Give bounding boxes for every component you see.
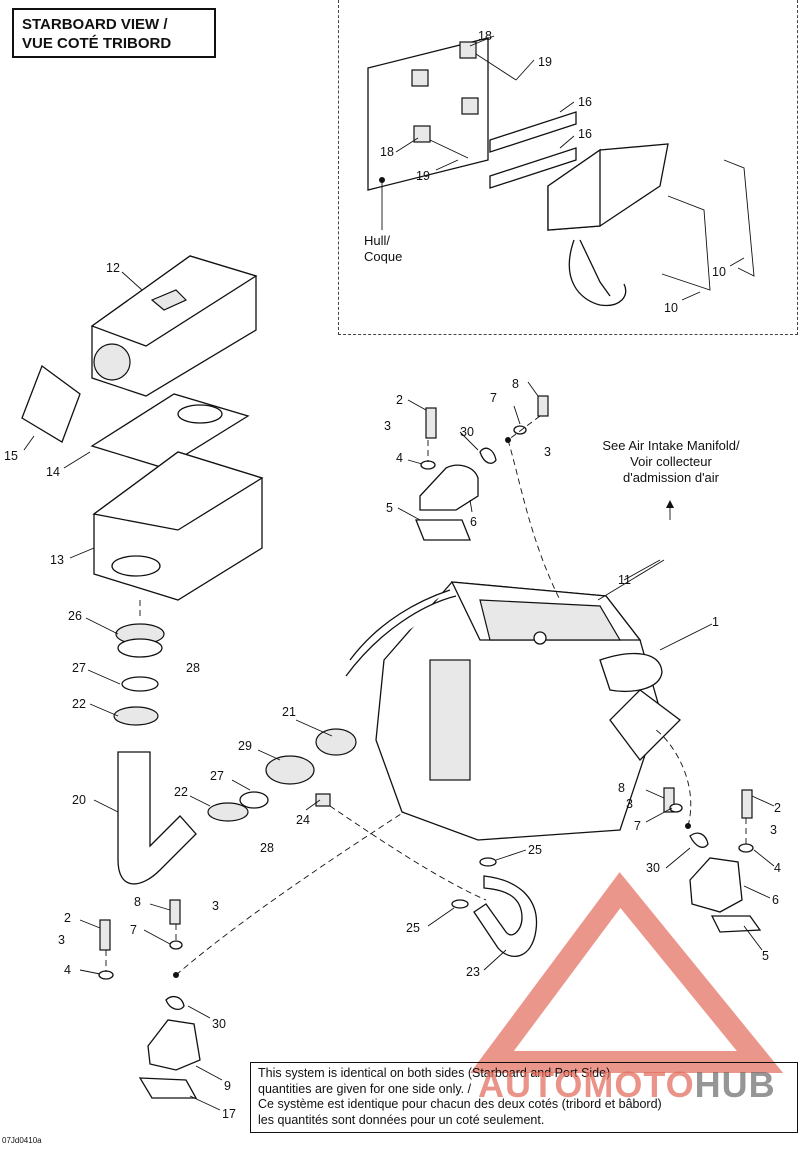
callout: 7: [490, 391, 497, 405]
diagram-title: STARBOARD VIEW / VUE COTÉ TRIBORD: [12, 8, 216, 58]
callout: 30: [460, 425, 474, 439]
callout: 25: [406, 921, 420, 935]
callout: 3: [58, 933, 65, 947]
callout: 3: [544, 445, 551, 459]
footnote-box: This system is identical on both sides (…: [250, 1062, 798, 1133]
bottom-mount: [98, 899, 201, 1099]
callout: 5: [762, 949, 769, 963]
airbox-gasket: [90, 393, 250, 469]
callout: 9: [224, 1079, 231, 1093]
engine-block: [345, 581, 681, 841]
velcro-strips: [489, 111, 577, 189]
callout: 24: [296, 813, 310, 827]
manifold-note-line-2: Voir collecteur: [630, 454, 712, 469]
callout: 18: [478, 29, 492, 43]
footnote-line-4: les quantités sont données pour un coté …: [258, 1112, 545, 1127]
callout: 25: [528, 843, 542, 857]
straps: [661, 159, 755, 291]
hull-panel: [367, 37, 517, 230]
callout: 22: [72, 697, 86, 711]
right-mount: [663, 787, 762, 933]
callout: 8: [512, 377, 519, 391]
title-line-1: STARBOARD VIEW /: [22, 16, 168, 33]
callout: 8: [134, 895, 141, 909]
callout: 7: [634, 819, 641, 833]
hull-label-line-2: Coque: [364, 249, 403, 264]
callout: 12: [106, 261, 120, 275]
callout: 30: [646, 861, 660, 875]
callout: 2: [396, 393, 403, 407]
callout: 28: [186, 661, 200, 675]
callout: 18: [380, 145, 394, 159]
callout: 16: [578, 127, 592, 141]
callout: 20: [72, 793, 86, 807]
callout: 10: [664, 301, 678, 315]
resonator-box: [547, 143, 669, 307]
callout: 27: [210, 769, 224, 783]
callout: 10: [712, 265, 726, 279]
airbox-base: [92, 451, 264, 601]
manifold-note-line-1: See Air Intake Manifold/: [602, 438, 740, 453]
top-mount: [415, 395, 549, 541]
callout: 23: [466, 965, 480, 979]
callout: 6: [470, 515, 477, 529]
intake-hoses: [113, 623, 357, 885]
callout: 4: [396, 451, 403, 465]
callout-labels: 18 19 16 16 18 19 10 10 12 15 14 13 2 3 …: [4, 29, 781, 1121]
callout: 13: [50, 553, 64, 567]
callout: 17: [222, 1107, 236, 1121]
callout: 28: [260, 841, 274, 855]
callout: 6: [772, 893, 779, 907]
callout: 27: [72, 661, 86, 675]
callout: 3: [212, 899, 219, 913]
callout: 2: [64, 911, 71, 925]
manifold-note-line-3: d'admission d'air: [622, 470, 719, 485]
hull-label-line-1: Hull/: [364, 233, 391, 248]
callout: 3: [384, 419, 391, 433]
callout: 21: [282, 705, 296, 719]
callout: 14: [46, 465, 60, 479]
airbox-cover: [90, 255, 258, 397]
callout: 7: [130, 923, 137, 937]
callout: 16: [578, 95, 592, 109]
callout-leaders: [23, 35, 775, 1111]
callout: 3: [770, 823, 777, 837]
hull-detail-inset: [338, 0, 798, 335]
callout: 26: [68, 609, 82, 623]
callout: 29: [238, 739, 252, 753]
callout: 4: [774, 861, 781, 875]
reference-code: 07Jd0410a: [2, 1136, 42, 1145]
callout: 15: [4, 449, 18, 463]
leader-lines: [105, 415, 747, 976]
footnote-line-2: quantities are given for one side only. …: [258, 1081, 472, 1096]
callout: 19: [416, 169, 430, 183]
title-line-2: VUE COTÉ TRIBORD: [22, 35, 172, 52]
callout: 11: [618, 573, 631, 587]
callout: 4: [64, 963, 71, 977]
hull-label: Hull/ Coque: [364, 233, 402, 265]
flap: [21, 364, 81, 443]
callout: 22: [174, 785, 188, 799]
callout: 5: [386, 501, 393, 515]
callout: 3: [626, 797, 633, 811]
callout: 1: [712, 615, 719, 629]
footnote-line-1: This system is identical on both sides (…: [258, 1066, 611, 1080]
manifold-reference-note: See Air Intake Manifold/ Voir collecteur…: [556, 438, 786, 486]
footnote-line-3: Ce système est identique pour chacun des…: [258, 1097, 662, 1111]
callout: 8: [618, 781, 625, 795]
callout: 30: [212, 1017, 226, 1031]
callout: 19: [538, 55, 552, 69]
callout: 2: [774, 801, 781, 815]
breather-hose: [451, 857, 538, 957]
